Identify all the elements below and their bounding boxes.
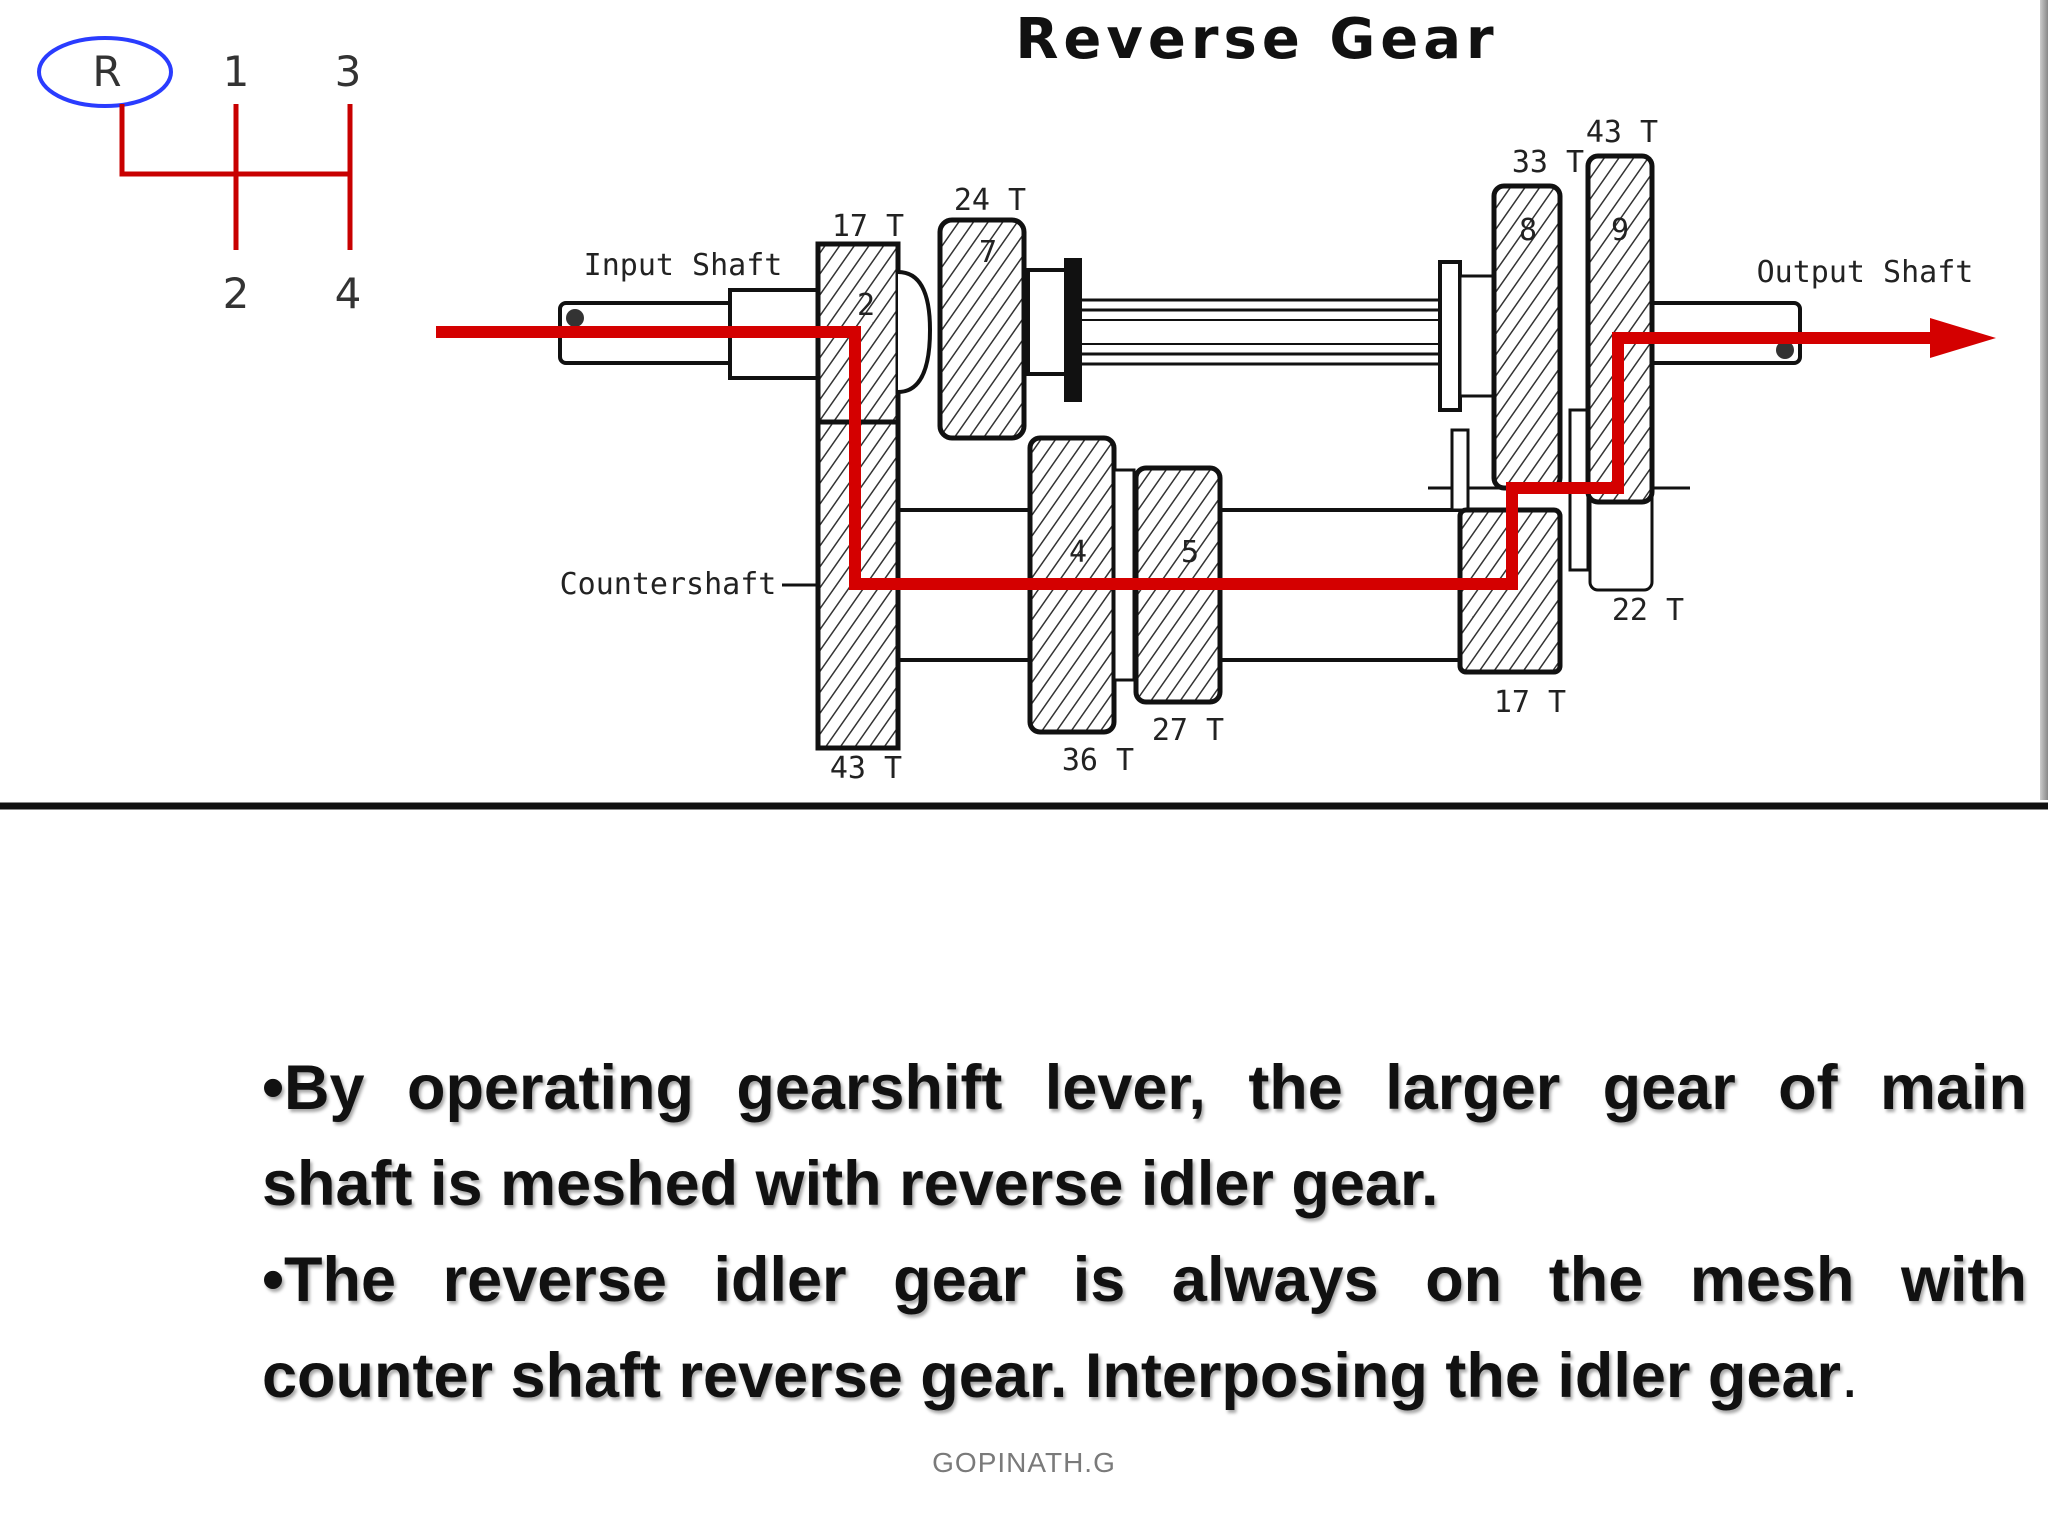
synchro-ring <box>1064 258 1082 402</box>
gear-9-number: 9 <box>1611 213 1629 248</box>
gear-9 <box>1585 153 1655 505</box>
idler-bushing <box>1450 428 1470 512</box>
gear-8-number: 8 <box>1519 213 1537 248</box>
bullet-1-line-2: shaft is meshed with reverse idler gear. <box>262 1149 1439 1219</box>
gear-4-number: 4 <box>1069 535 1087 570</box>
input-shaft-label: Input Shaft <box>584 248 783 283</box>
gear-7-teeth: 24 T <box>954 183 1026 218</box>
gear-5-number: 5 <box>1181 535 1199 570</box>
shift-label-2: 2 <box>223 269 250 318</box>
bullet-1: •By operating gearshift lever, the large… <box>262 1040 2027 1232</box>
reverse-circle <box>37 36 173 108</box>
reverse-idler-teeth: 22 T <box>1612 593 1684 628</box>
power-flow-path <box>436 326 1940 590</box>
main-shaft-hub <box>1438 260 1462 412</box>
output-shaft-end <box>1776 341 1794 359</box>
shift-gate-reverse <box>119 104 350 177</box>
bullet-2-line-2-wrap: counter shaft reverse gear. Interposing … <box>262 1328 2027 1424</box>
gear-5-teeth: 27 T <box>1152 713 1224 748</box>
gears: 2 17 T 43 T 7 24 T 4 36 T 5 27 T 8 33 T … <box>815 115 1684 786</box>
gear-4-teeth: 36 T <box>1062 743 1134 778</box>
shift-label-3: 3 <box>335 47 362 96</box>
shift-label-reverse: R <box>92 47 121 96</box>
bullet-text: •By operating gearshift lever, the large… <box>262 1040 2027 1424</box>
gear-9-teeth: 43 T <box>1586 115 1658 150</box>
gear-7 <box>937 217 1027 441</box>
slide-edge <box>2040 0 2048 800</box>
diagram-title: Reverse Gear <box>1015 7 1498 72</box>
gear-2-teeth: 17 T <box>832 209 904 244</box>
author-footer: GOPINATH.G <box>932 1447 1116 1478</box>
countershaft-drive-teeth: 43 T <box>830 751 902 786</box>
shift-pattern: R 1 3 2 4 <box>37 36 362 318</box>
bullet-2-line-1: •The reverse idler gear is always on the… <box>262 1245 2027 1315</box>
bullet-2: •The reverse idler gear is always on the… <box>262 1232 2027 1424</box>
bullet-2-trailing-dot: . <box>1841 1341 1859 1411</box>
countershaft-reverse-teeth: 17 T <box>1494 685 1566 720</box>
gear-2-number: 2 <box>857 288 875 323</box>
countershaft-label: Countershaft <box>560 567 777 602</box>
bullet-1-line-1: •By operating gearshift lever, the large… <box>262 1053 2027 1123</box>
input-shaft-end <box>566 309 584 327</box>
gearbox-svg: Reverse Gear R 1 3 2 4 <box>0 7 2048 810</box>
bullet-2-line-2: counter shaft reverse gear. Interposing … <box>262 1341 1841 1411</box>
gear-8-teeth: 33 T <box>1512 145 1584 180</box>
shift-label-1: 1 <box>223 47 250 96</box>
output-shaft-label: Output Shaft <box>1757 255 1974 290</box>
gearbox-diagram: Reverse Gear R 1 3 2 4 <box>0 7 2048 810</box>
gear-7-number: 7 <box>979 235 997 270</box>
power-flow-arrowhead <box>1930 318 1996 358</box>
shift-label-4: 4 <box>335 269 362 318</box>
